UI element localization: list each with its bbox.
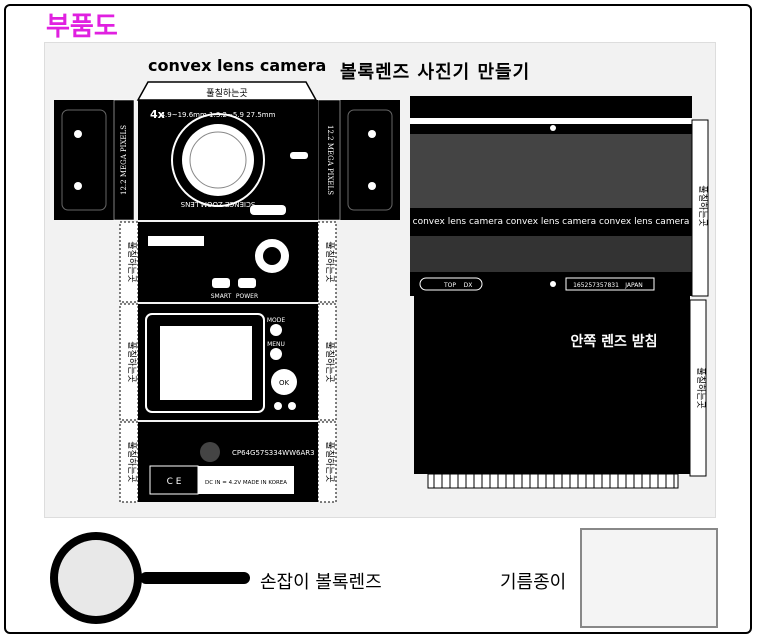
glue-tab-top: 풀칠하는곳 bbox=[206, 88, 247, 99]
serial-code: CP64G57S334WW6AR3 bbox=[232, 449, 315, 457]
glue-tab-l3: 풀칠하는곳 bbox=[126, 441, 137, 482]
menu-label: MENU bbox=[267, 341, 285, 348]
megapixels-right: 12.2 MEGA PIXELS bbox=[326, 125, 334, 195]
barrel-net: convex lens camera convex lens camera co… bbox=[410, 96, 709, 489]
band-text: convex lens camera convex lens camera co… bbox=[413, 217, 690, 227]
oil-paper-label: 기름종이 bbox=[500, 572, 567, 593]
magnifier-icon bbox=[50, 532, 250, 624]
dc-info: DC IN = 4.2V MADE IN KOREA bbox=[205, 480, 287, 486]
smart-label: SMART bbox=[211, 293, 232, 300]
camera-title: convex lens camera bbox=[148, 56, 327, 75]
page-title: 부품도 bbox=[46, 12, 118, 42]
power-label: POWER bbox=[236, 293, 258, 300]
glue-tab-r3: 풀칠하는곳 bbox=[324, 441, 335, 482]
glue-tab-l1: 풀칠하는곳 bbox=[126, 241, 137, 282]
mode-label: MODE bbox=[267, 317, 286, 324]
inner-support-label: 안쪽 렌즈 받침 bbox=[570, 333, 657, 350]
lens-brand: SCIENCE ZOOM LENS bbox=[180, 200, 255, 208]
glue-tab-r1: 풀칠하는곳 bbox=[324, 241, 335, 282]
screw-icon bbox=[74, 130, 376, 190]
glue-tab-l2: 풀칠하는곳 bbox=[126, 341, 137, 382]
oil-paper bbox=[580, 528, 718, 628]
ce-mark: C E bbox=[167, 477, 182, 487]
glue-tab-r2: 풀칠하는곳 bbox=[324, 341, 335, 382]
japan-label: JAPAN bbox=[624, 282, 643, 289]
glue-tab-barrel: 풀칠하는곳 bbox=[697, 185, 708, 226]
zoom-mark: 4x bbox=[150, 108, 165, 121]
camera-net: 풀칠하는곳 12.2 MEGA PIXELS 12.2 MEGA PIXELS … bbox=[54, 81, 400, 503]
megapixels-left: 12.2 MEGA PIXELS bbox=[120, 125, 128, 195]
top-label: TOP bbox=[443, 282, 456, 289]
magnifier-label: 손잡이 볼록렌즈 bbox=[260, 572, 382, 593]
lens-spec: 4.9~19.6mm 1:3.2~5.9 27.5mm bbox=[161, 111, 276, 119]
inner-support bbox=[414, 296, 690, 474]
ok-label: OK bbox=[279, 379, 290, 387]
screen-display bbox=[160, 326, 252, 400]
barcode-number: 165257357831 bbox=[573, 282, 619, 289]
glue-tab-inner: 풀칠하는곳 bbox=[695, 367, 706, 408]
grip-texture bbox=[410, 134, 692, 208]
heading: 볼록렌즈 사진기 만들기 bbox=[340, 62, 531, 83]
dx-label: DX bbox=[464, 282, 473, 289]
